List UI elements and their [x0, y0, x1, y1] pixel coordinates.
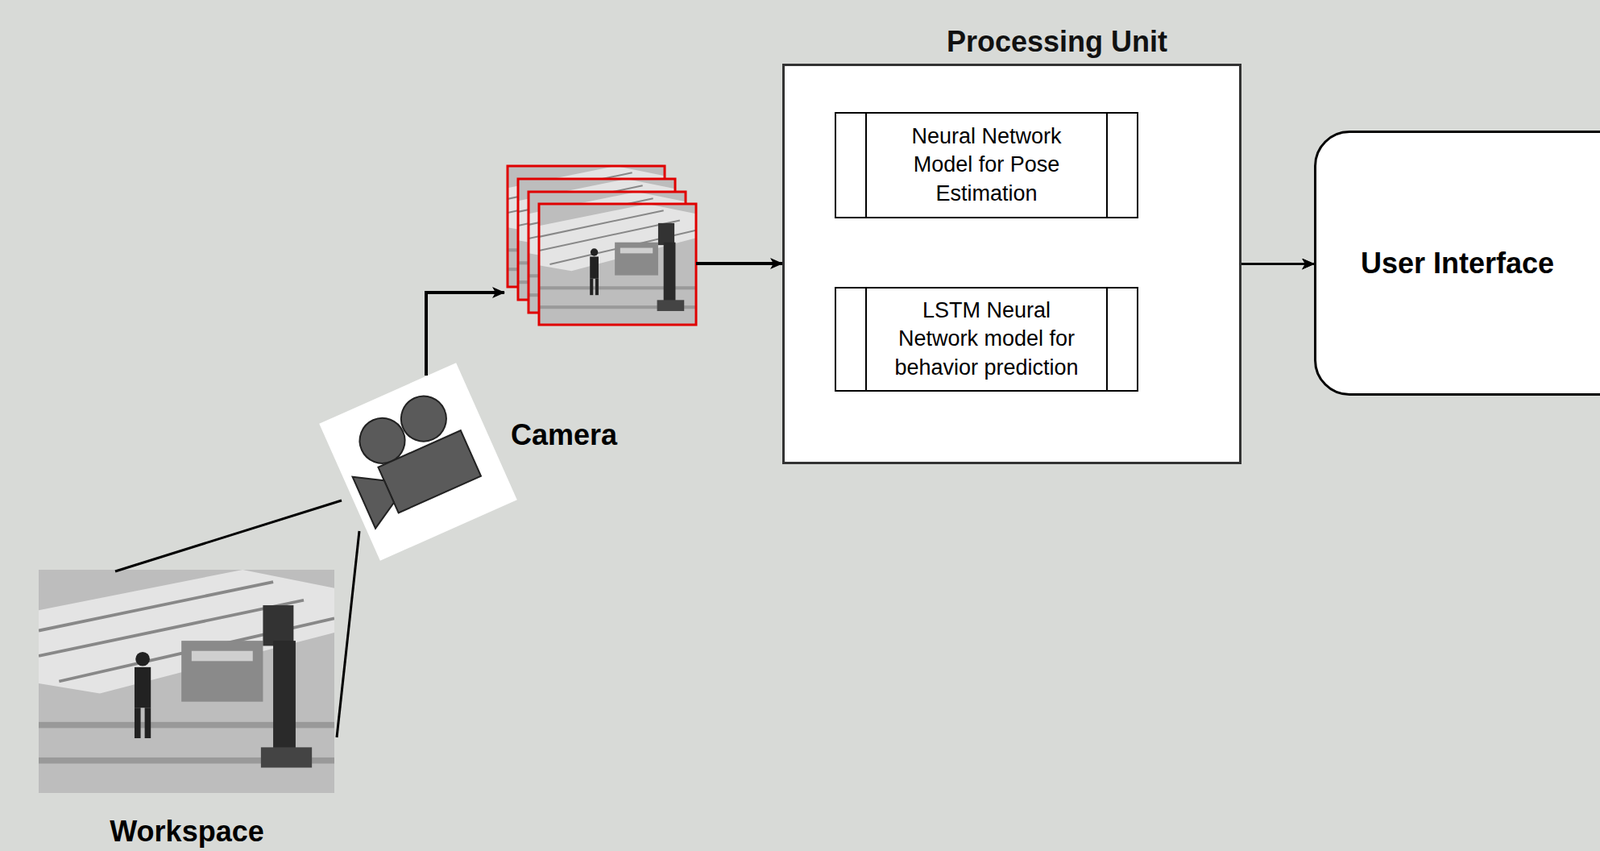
- camera-icon: [319, 362, 518, 561]
- box-text: LSTM Neural Network model for behavior p…: [890, 296, 1084, 382]
- box-text: User Interface: [1360, 245, 1555, 282]
- camera-lens: [352, 465, 402, 529]
- camera-output-arrow: [426, 292, 505, 376]
- view-line: [115, 500, 342, 572]
- unit-heading: Processing Unit: [874, 24, 1240, 60]
- video-frame: [538, 203, 697, 325]
- process-box: Neural Network Model for Pose Estimation: [834, 111, 1139, 219]
- camera-label: Camera: [510, 417, 618, 453]
- workspace-photo: [38, 569, 335, 793]
- processing-unit: Neural Network Model for Pose Estimation…: [782, 63, 1242, 465]
- view-line: [336, 530, 360, 738]
- frame-border: [538, 203, 697, 325]
- interface-box: User Interface: [1313, 130, 1600, 396]
- frame-stack: [507, 165, 697, 325]
- process-box: LSTM Neural Network model for behavior p…: [834, 286, 1139, 392]
- box-text: Neural Network Model for Pose Estimation: [890, 122, 1084, 208]
- camera-backdrop: [319, 362, 518, 561]
- workspace-label: Workspace: [109, 813, 264, 850]
- frames-input-arrow: [696, 261, 783, 266]
